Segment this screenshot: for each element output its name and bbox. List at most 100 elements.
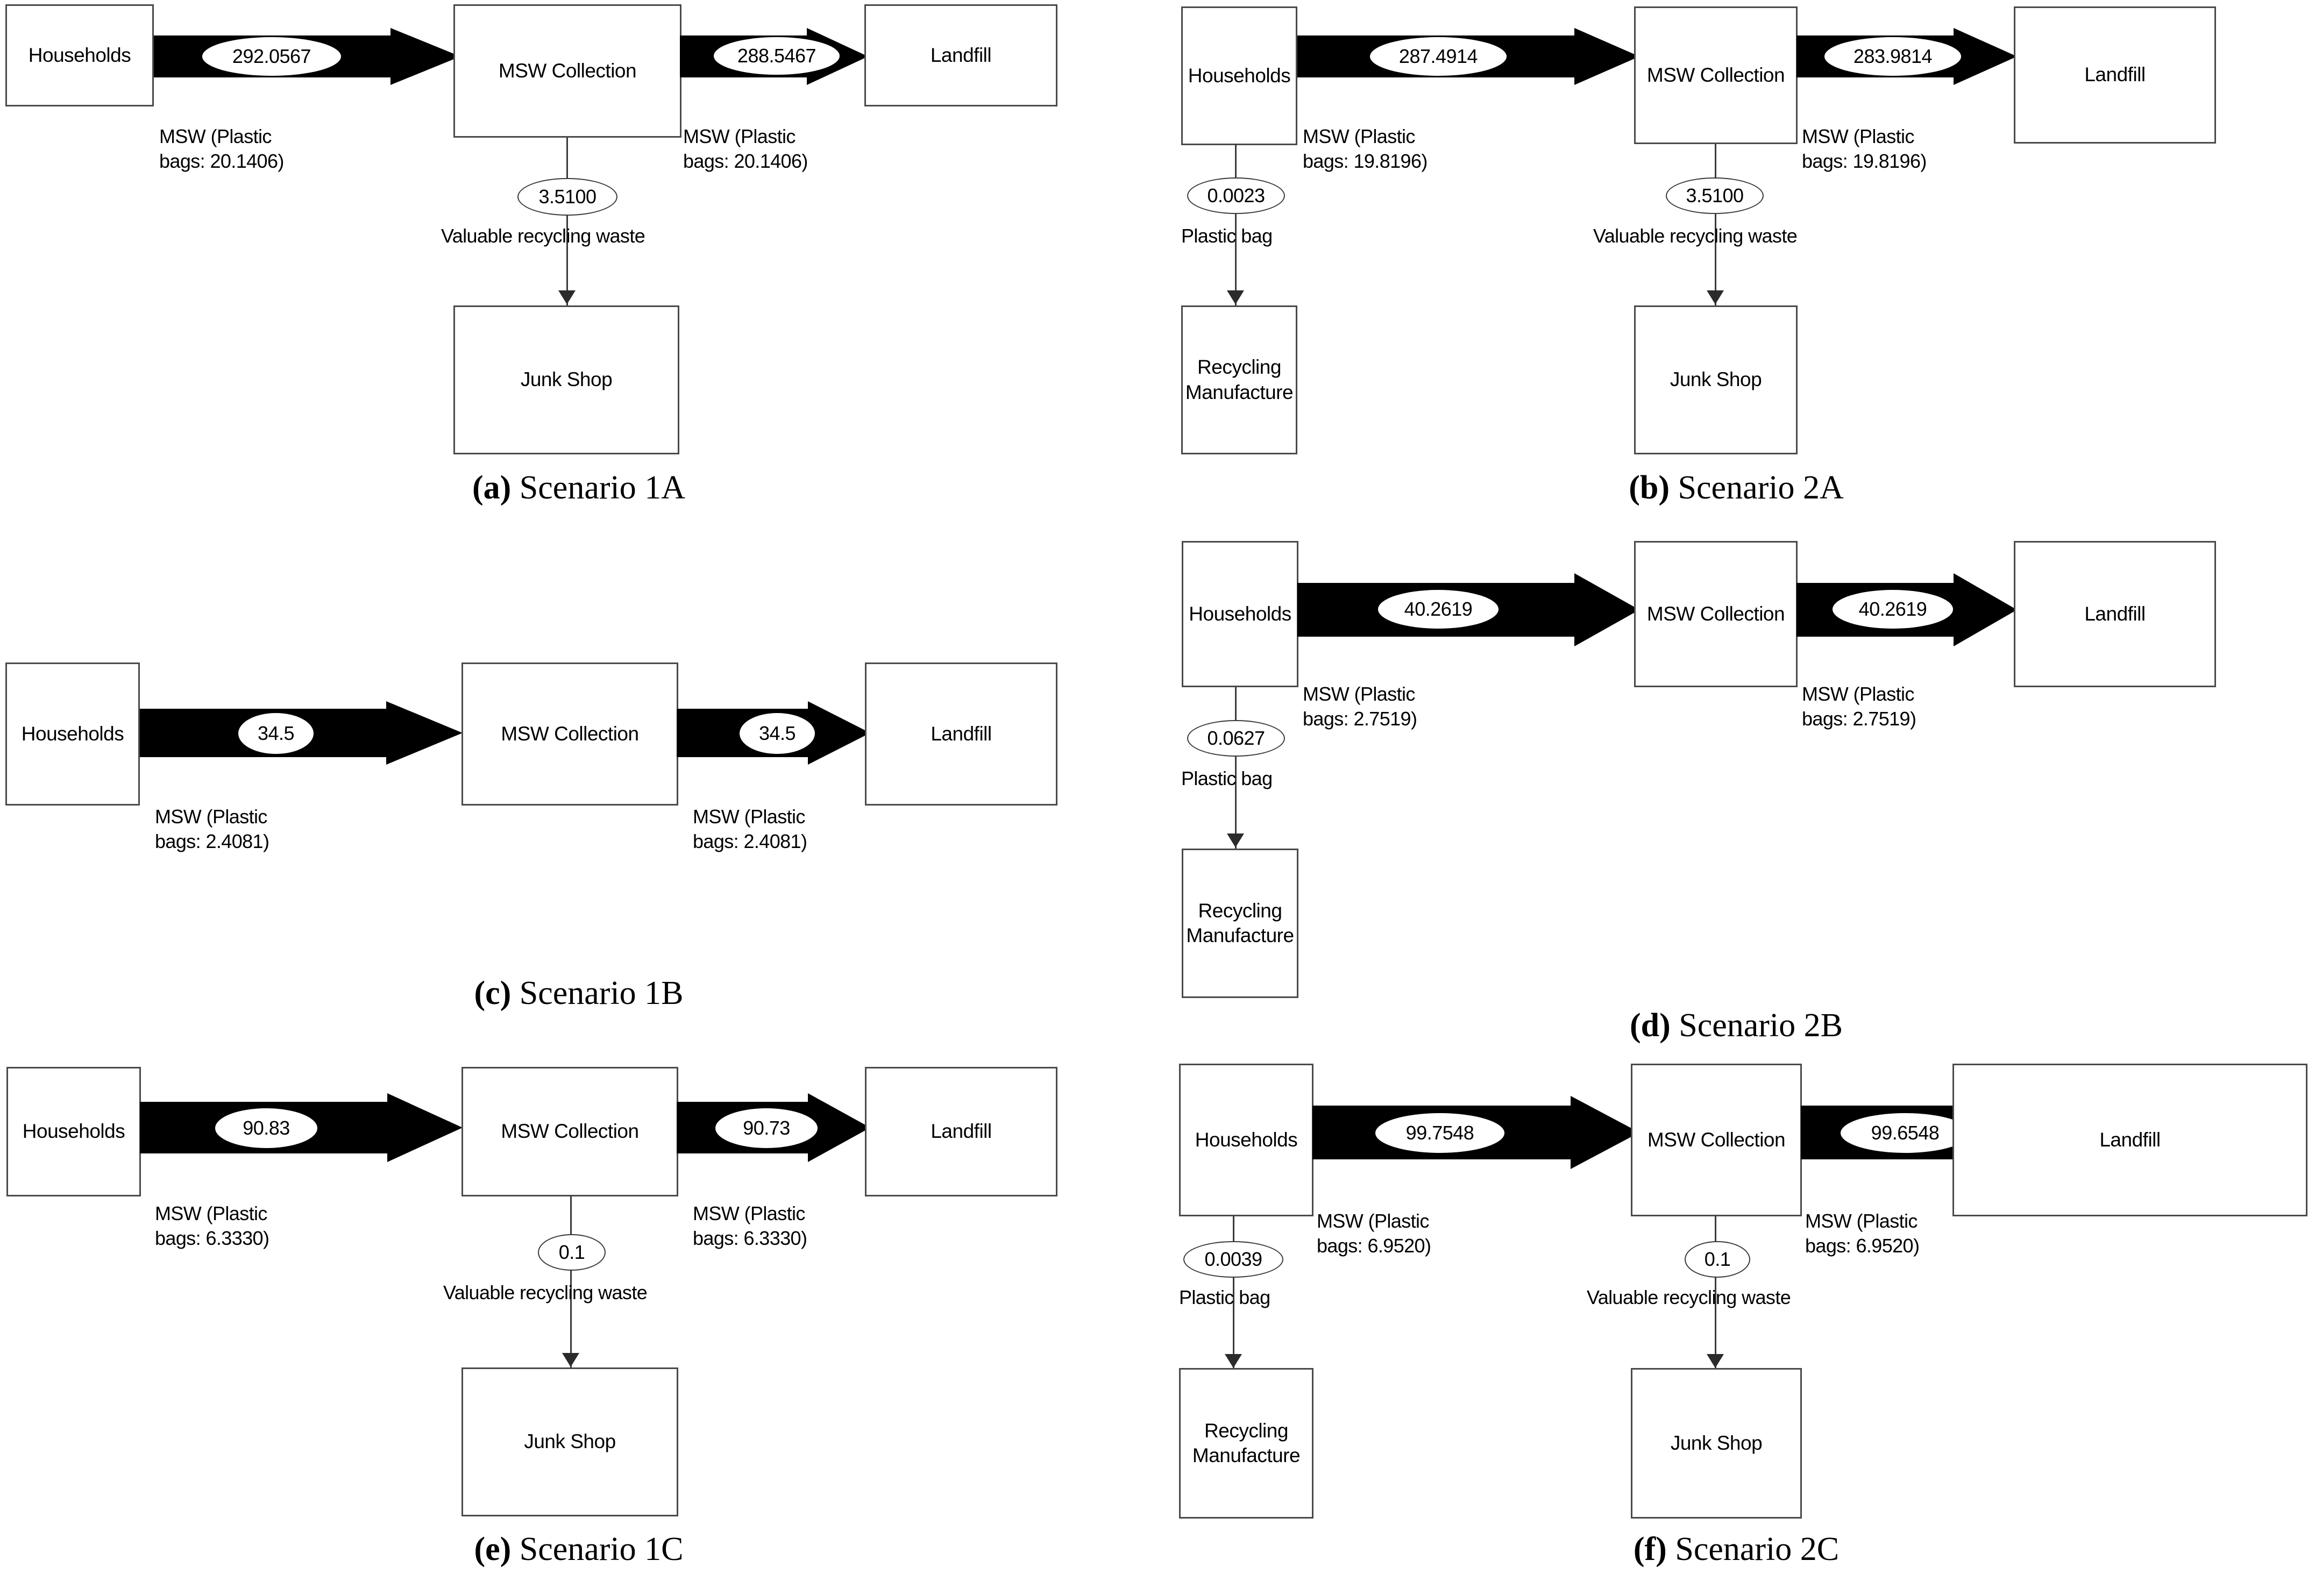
node-msw-collection[interactable]: MSW Collection [461,662,678,806]
arrowhead-icon [558,290,576,304]
vertical-flow-label: Valuable recycling waste [1587,1286,1791,1309]
node-households[interactable]: Households [1179,1064,1313,1216]
panel-scenario-1a: Households 292.0567 MSW (Plastic bags: 2… [0,0,1158,516]
flow-value: 40.2619 [1858,598,1927,620]
node-msw-collection[interactable]: MSW Collection [1631,1064,1802,1216]
flow-value: 288.5467 [737,45,816,67]
vertical-flow-label: Valuable recycling waste [443,1281,648,1304]
vertical-flow-value-ellipse: 0.0023 [1187,177,1285,214]
node-landfill[interactable]: Landfill [864,4,1057,106]
panel-caption-text: Scenario 2B [1670,1007,1843,1044]
flow-caption-text: MSW (Plastic bags: 6.9520) [1805,1210,1920,1257]
flow-value: 292.0567 [232,45,311,67]
node-label: Landfill [2084,63,2146,86]
arrowhead-icon [1707,290,1724,304]
vertical-flow-label-text: Plastic bag [1179,1286,1270,1308]
node-junk-shop[interactable]: Junk Shop [461,1367,678,1516]
flow-caption-text: MSW (Plastic bags: 2.4081) [693,806,807,853]
node-label: MSW Collection [1646,602,1785,625]
node-label: Landfill [2099,1128,2161,1151]
flow-value: 99.7548 [1405,1122,1474,1144]
flow-value-badge: 99.6548 [1841,1113,1970,1153]
flow-value-badge: 283.9814 [1824,37,1961,76]
arrowhead-icon [1227,290,1244,304]
flow-value-badge: 292.0567 [202,37,341,76]
node-label: Households [21,722,124,745]
connector-line-collection-to-junkshop [1715,144,1716,305]
flow-value-badge: 40.2619 [1833,590,1953,629]
panel-scenario-2b: Households 40.2619 MSW (Plastic bags: 2.… [1158,538,2315,1044]
node-households[interactable]: Households [5,4,154,106]
connector-line-households-to-recycling [1235,687,1237,849]
panel-caption-tag: (c) [474,975,512,1011]
vertical-flow-label: Valuable recycling waste [441,225,645,247]
vertical-flow-label: Plastic bag [1179,1286,1270,1309]
vertical-flow-value: 3.5100 [538,186,596,208]
vertical-flow-value: 0.0023 [1207,184,1265,206]
panel-caption-text: Scenario 1C [511,1531,684,1568]
node-label: Households [1188,64,1291,87]
node-msw-collection[interactable]: MSW Collection [1634,6,1798,144]
panel-caption: (c) Scenario 1B [0,974,1158,1013]
node-households[interactable]: Households [1182,541,1298,687]
node-landfill[interactable]: Landfill [865,1067,1057,1196]
node-households[interactable]: Households [6,1067,141,1196]
flow-caption: MSW (Plastic bags: 20.1406) [159,99,342,174]
node-recycling-manufacture[interactable]: Recycling Manufacture [1181,305,1297,454]
node-recycling-manufacture[interactable]: Recycling Manufacture [1179,1368,1313,1519]
node-label: Households [1195,1128,1298,1151]
node-junk-shop[interactable]: Junk Shop [453,305,679,454]
flow-caption-text: MSW (Plastic bags: 20.1406) [683,125,808,173]
node-label: MSW Collection [1646,63,1785,86]
vertical-flow-value: 0.0039 [1204,1248,1262,1270]
flow-caption: MSW (Plastic bags: 2.7519) [1303,657,1486,731]
panel-caption-tag: (f) [1633,1531,1667,1568]
flow-value-badge: 99.7548 [1375,1113,1504,1153]
vertical-flow-value: 0.0627 [1207,727,1265,749]
node-junk-shop[interactable]: Junk Shop [1631,1368,1802,1519]
node-label: Recycling Manufacture [1192,1419,1301,1466]
panel-caption-text: Scenario 1B [511,975,684,1011]
panel-caption: (b) Scenario 2A [1158,469,2315,507]
panel-scenario-1c: Households 90.83 MSW (Plastic bags: 6.33… [0,1064,1158,1596]
node-msw-collection[interactable]: MSW Collection [453,4,681,138]
node-landfill[interactable]: Landfill [2014,541,2216,687]
flow-caption: MSW (Plastic bags: 2.4081) [693,780,876,854]
vertical-flow-value: 3.5100 [1686,184,1744,206]
node-households[interactable]: Households [1181,6,1297,145]
flow-value-badge: 287.4914 [1370,37,1507,76]
flow-value: 90.83 [243,1117,290,1139]
node-recycling-manufacture[interactable]: Recycling Manufacture [1182,849,1298,998]
vertical-flow-value-ellipse: 0.1 [538,1234,606,1271]
panel-caption-tag: (e) [474,1531,512,1568]
vertical-flow-label: Valuable recycling waste [1593,225,1798,247]
connector-line-collection-to-junkshop [566,138,568,305]
flow-value-badge: 90.73 [715,1108,818,1148]
node-msw-collection[interactable]: MSW Collection [461,1067,678,1196]
node-households[interactable]: Households [5,662,140,806]
vertical-flow-value-ellipse: 3.5100 [517,178,617,216]
node-label: Households [1189,602,1291,625]
node-msw-collection[interactable]: MSW Collection [1634,541,1798,687]
node-label: Junk Shop [1670,368,1762,391]
flow-caption: MSW (Plastic bags: 2.7519) [1802,657,1985,731]
node-landfill[interactable]: Landfill [1952,1064,2307,1216]
node-landfill[interactable]: Landfill [865,662,1057,806]
flow-caption-text: MSW (Plastic bags: 6.3330) [693,1202,807,1250]
flow-value-badge: 288.5467 [714,37,840,75]
flow-caption: MSW (Plastic bags: 19.8196) [1303,99,1486,174]
node-label: Junk Shop [524,1430,616,1453]
flow-value-badge: 40.2619 [1378,590,1499,629]
flow-caption: MSW (Plastic bags: 6.9520) [1805,1184,1988,1258]
panel-caption: (f) Scenario 2C [1158,1530,2315,1569]
node-landfill[interactable]: Landfill [2014,6,2216,144]
connector-line-collection-to-junkshop [570,1196,572,1367]
flow-value: 40.2619 [1404,598,1473,620]
vertical-flow-label-text: Valuable recycling waste [441,225,645,247]
panel-caption-text: Scenario 1A [511,469,685,506]
panel-caption-tag: (b) [1629,469,1670,506]
vertical-flow-value-ellipse: 0.0627 [1187,720,1285,757]
vertical-flow-value-ellipse: 0.0039 [1183,1241,1283,1278]
node-junk-shop[interactable]: Junk Shop [1634,305,1798,454]
flow-value: 99.6548 [1871,1122,1940,1144]
